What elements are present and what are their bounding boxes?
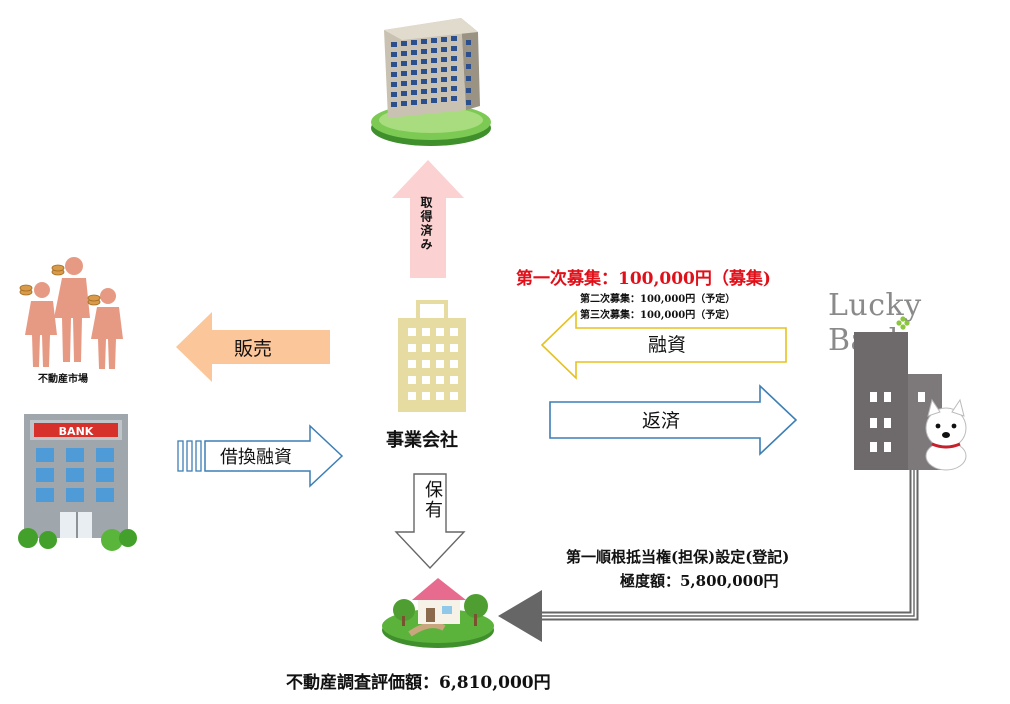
acquired-arrow (392, 160, 464, 278)
refinance-label: 借換融資 (220, 447, 292, 468)
house-icon (382, 578, 494, 648)
refinance-arrow (177, 424, 344, 488)
appraisal-label: 不動産調査評価額：6,810,000円 (286, 673, 551, 693)
loan-arrow (540, 310, 787, 380)
market-label: 不動産市場 (38, 374, 88, 385)
bank-sign-text: BANK (59, 425, 94, 438)
company-label: 事業会社 (386, 430, 458, 451)
lucky-clover-icon (896, 316, 910, 330)
acquired-label: 取得済み (419, 196, 433, 252)
first-recruit-text: 第一次募集：100,000円（募集) (516, 269, 771, 289)
hold-arrow (394, 473, 466, 570)
market-people-icon (19, 257, 123, 369)
mortgage-line2: 極度額：5,800,000円 (620, 572, 779, 590)
repay-arrow (549, 384, 798, 456)
company-building-icon (398, 300, 466, 412)
mortgage-line1: 第一順根抵当権(担保)設定(登記) (566, 548, 790, 566)
hold-label: 保有 (422, 480, 443, 520)
repay-label: 返済 (642, 410, 681, 432)
loan-label: 融資 (648, 334, 687, 356)
second-recruit-text: 第二次募集：100,000円（予定） (580, 294, 736, 305)
dog-icon (925, 398, 967, 471)
bank-building-icon: BANK (18, 414, 137, 551)
sale-arrow (176, 312, 330, 382)
mortgage-connector-arrow (498, 470, 919, 642)
tower-building-icon (371, 18, 491, 146)
third-recruit-text: 第三次募集：100,000円（予定） (580, 310, 736, 321)
sale-label: 販売 (234, 338, 273, 360)
